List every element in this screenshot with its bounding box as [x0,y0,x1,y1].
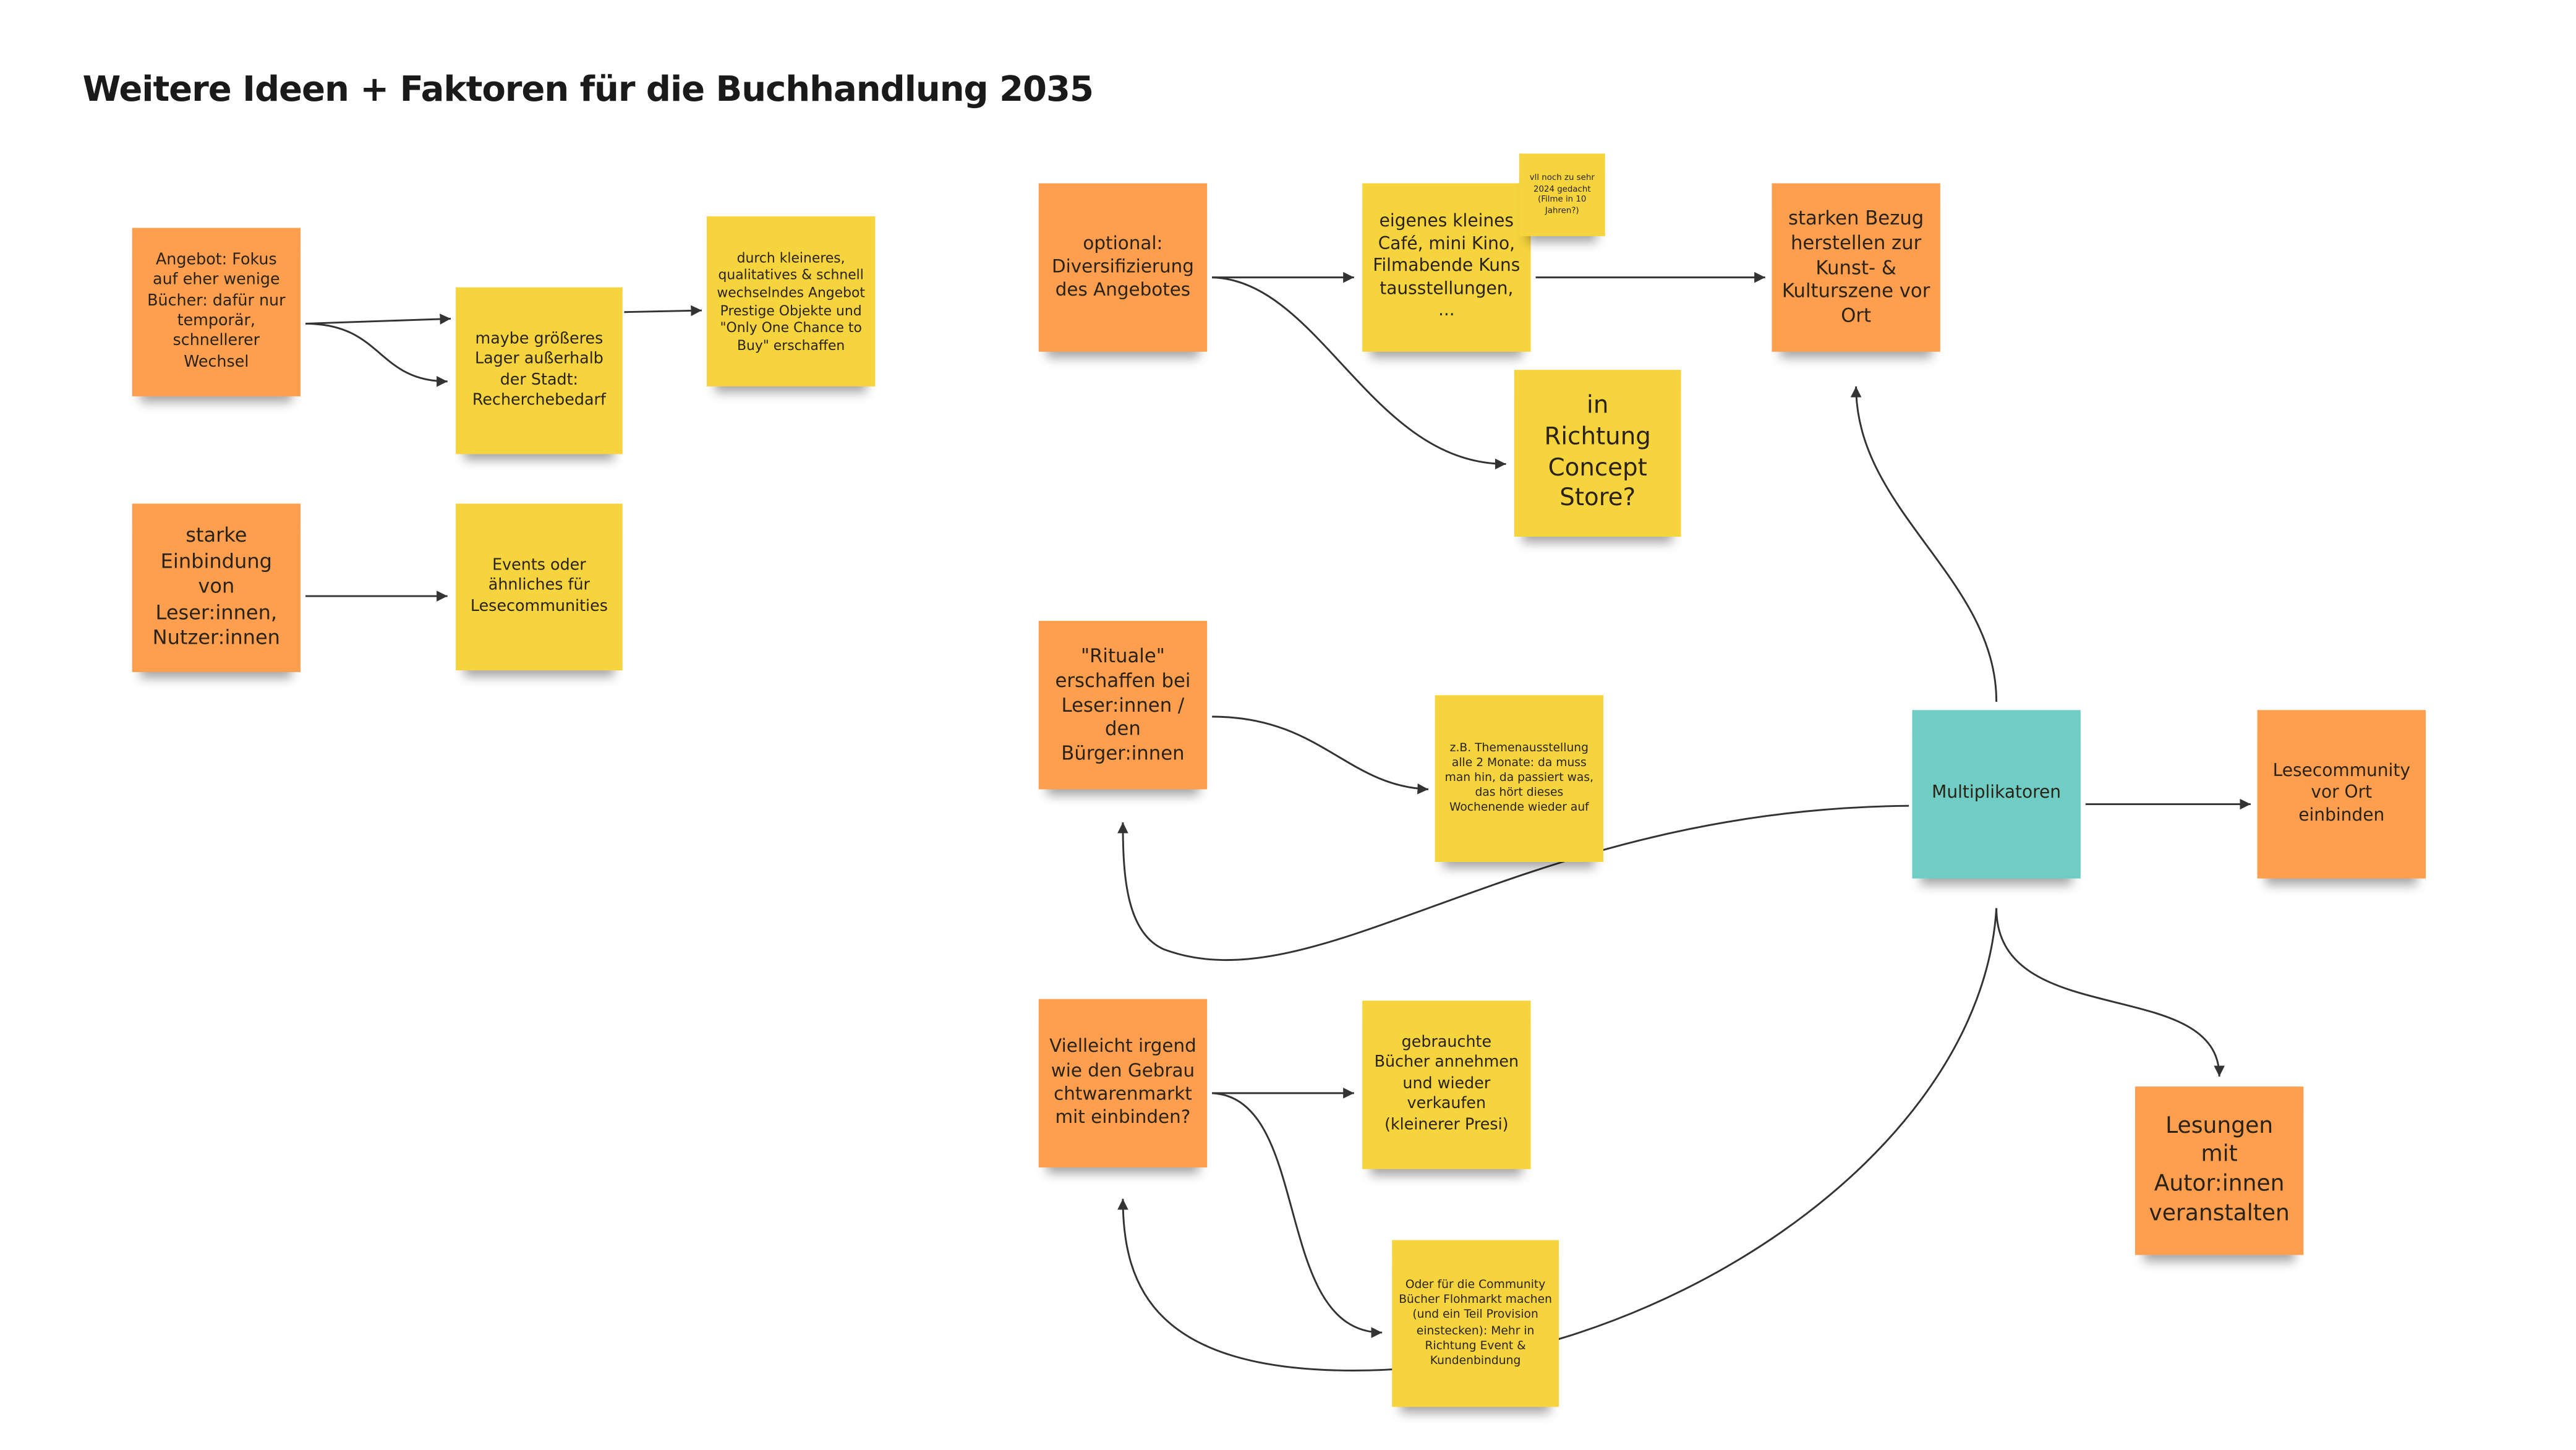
arrow-rituale-themen [1212,715,1429,795]
arrow-multi-gebrauchtwaren [1117,908,1998,1371]
sticky-note-events[interactable]: Events oder ähnliches für Lesecommunitie… [456,503,623,671]
arrow-angebot-lager-curve [305,322,448,387]
note-text: Oder für die Community Bücher Flohmarkt … [1399,1278,1552,1367]
sticky-note-multiplikatoren[interactable]: Multiplikatoren [1912,710,2081,879]
sticky-note-bezug[interactable]: starken Bezug herstellen zur Kunst- & Ku… [1772,183,1940,352]
sticky-note-flohmarkt[interactable]: Oder für die Community Bücher Flohmarkt … [1392,1240,1559,1407]
arrow-lager-kleineres [624,305,702,317]
sticky-note-optional[interactable]: optional: Diversifizierung des Angebotes [1038,183,1208,352]
sticky-note-vll[interactable]: vll noch zu sehr 2024 gedacht (Filme in … [1519,153,1605,236]
sticky-note-concept[interactable]: in Richtung Concept Store? [1514,370,1681,537]
sticky-note-cafe[interactable]: eigenes kleines Café, mini Kino, Filmabe… [1362,183,1531,352]
note-text: vll noch zu sehr 2024 gedacht (Filme in … [1529,173,1595,216]
sticky-note-themen[interactable]: z.B. Themenausstellung alle 2 Monate: da… [1435,695,1604,863]
note-text: in Richtung Concept Store? [1544,393,1651,513]
board-title: Weitere Ideen + Faktoren für die Buchhan… [82,69,1094,109]
arrow-optional-concept [1212,276,1506,470]
sticky-note-kleineres[interactable]: durch kleineres, qualitatives & schnell … [706,216,876,386]
note-text: maybe größeres Lager außerhalb der Stadt… [472,330,606,409]
note-text: eigenes kleines Café, mini Kino, Filmabe… [1373,211,1520,322]
sticky-note-gebraucht[interactable]: gebrauchte Bücher annehmen und wieder ve… [1362,1000,1531,1169]
note-text: "Rituale" erschaffen bei Leser:innen / d… [1055,643,1191,766]
arrow-gebrauchtwaren-flohmarkt [1212,1092,1383,1338]
note-text: Multiplikatoren [1932,783,2062,803]
sticky-note-angebot[interactable]: Angebot: Fokus auf eher wenige Bücher: d… [132,228,301,396]
note-text: Vielleicht irgendwie den Gebrauchtwarenm… [1049,1036,1196,1128]
arrow-multi-rituale [1117,804,1909,962]
note-text: Lesungen mit Autor:innen veranstalten [2149,1112,2290,1226]
note-text: z.B. Themenausstellung alle 2 Monate: da… [1444,741,1594,814]
arrow-angebot-lager [305,313,451,325]
sticky-note-gebrauchtwaren[interactable]: Vielleicht irgendwie den Gebrauchtwarenm… [1038,999,1208,1168]
note-text: durch kleineres, qualitatives & schnell … [717,248,866,353]
arrow-multi-lesungen [1995,908,2225,1077]
note-text: Events oder ähnliches für Lesecommunitie… [470,556,608,616]
sticky-note-rituale[interactable]: "Rituale" erschaffen bei Leser:innen / d… [1038,621,1208,790]
sticky-note-lesecommunity[interactable]: Lesecommunity vor Ort einbinden [2257,710,2426,879]
note-text: starken Bezug herstellen zur Kunst- & Ku… [1781,205,1930,328]
arrow-multi-bezug [1850,386,1998,702]
sticky-note-einbindung[interactable]: starke Einbindung von Leser:innen, Nutze… [132,503,301,672]
note-text: starke Einbindung von Leser:innen, Nutze… [152,523,281,650]
sticky-note-lesungen[interactable]: Lesungen mit Autor:innen veranstalten [2135,1086,2304,1255]
note-text: optional: Diversifizierung des Angebotes [1051,232,1194,301]
note-text: Lesecommunity vor Ort einbinden [2272,760,2410,825]
note-text: gebrauchte Bücher annehmen und wieder ve… [1374,1034,1519,1134]
sticky-note-lager[interactable]: maybe größeres Lager außerhalb der Stadt… [456,287,623,454]
note-text: Angebot: Fokus auf eher wenige Bücher: d… [147,250,286,372]
